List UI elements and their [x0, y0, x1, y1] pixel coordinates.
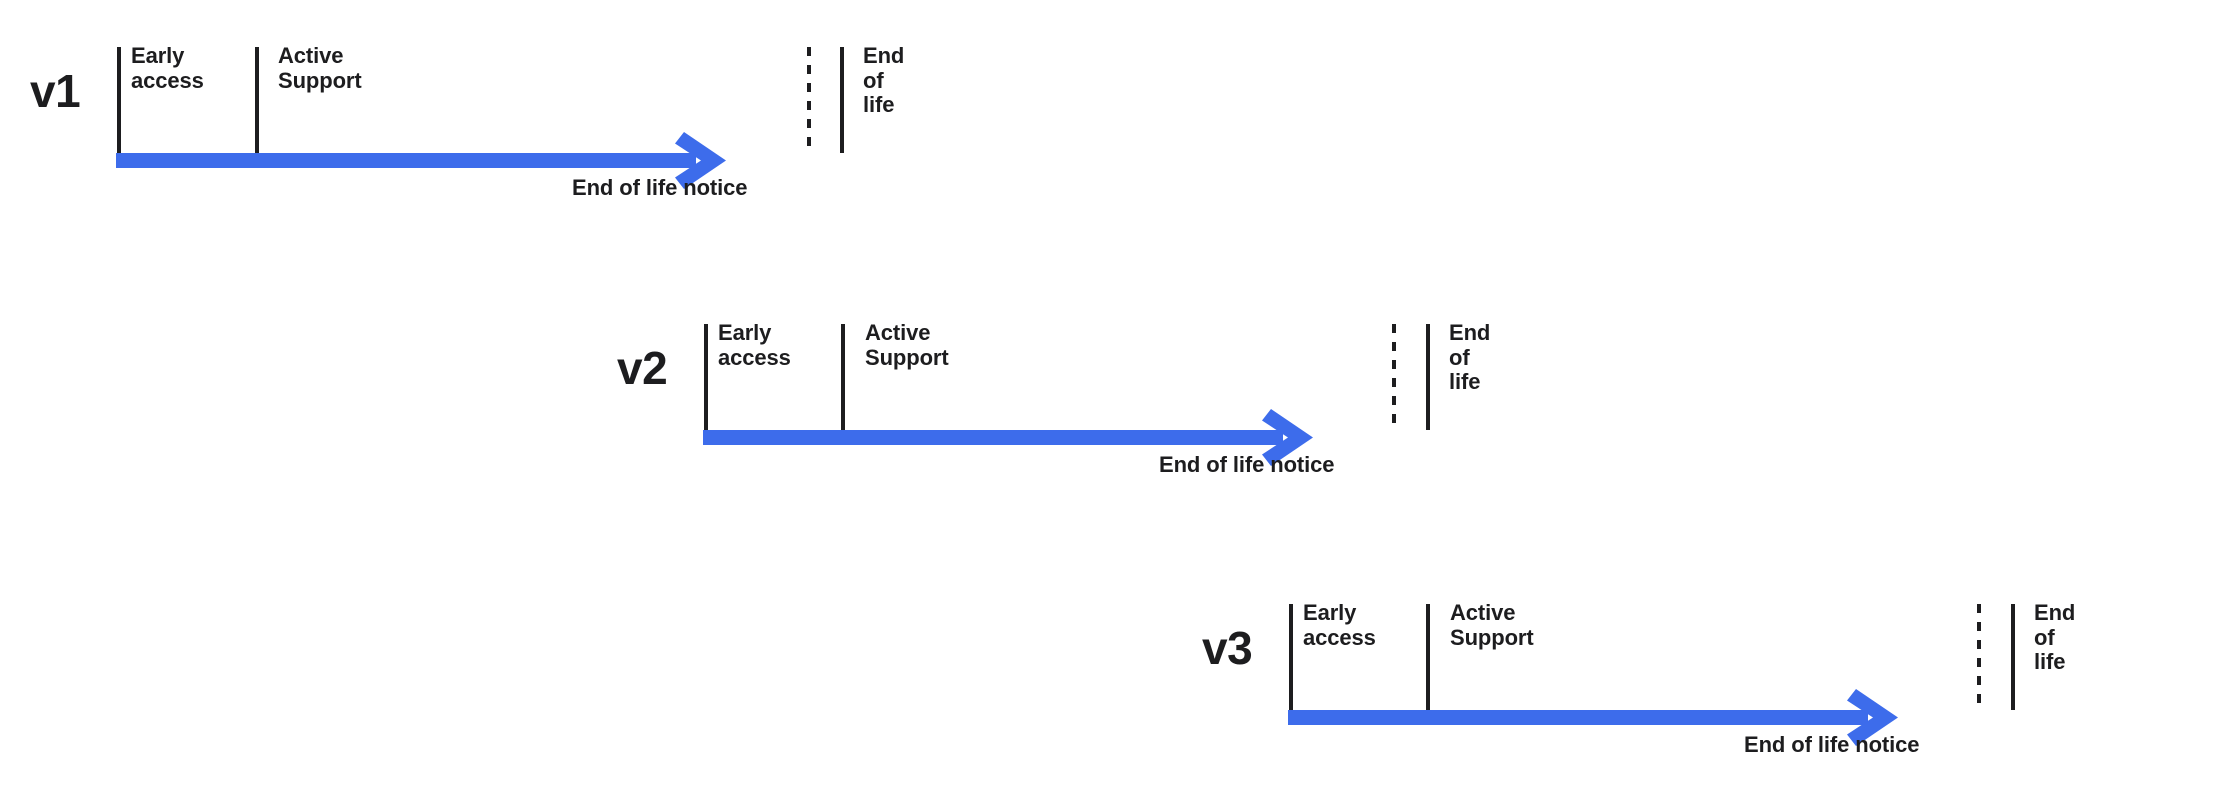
divider-v1-1 [255, 47, 259, 153]
dashed-divider-v3-2 [1977, 604, 1981, 710]
phase-label-v1-0: Early access [131, 43, 204, 93]
dashed-divider-v1-2 [807, 47, 811, 153]
divider-v2-3 [1426, 324, 1430, 430]
phase-label-v2-2: End of life [1449, 320, 1491, 395]
version-label-v2: v2 [617, 342, 668, 394]
end-of-life-notice-label-v2: End of life notice [1159, 452, 1335, 477]
divider-v3-1 [1426, 604, 1430, 710]
end-of-life-notice-label-v3: End of life notice [1744, 732, 1920, 757]
phase-label-v3-2: End of life [2034, 600, 2076, 675]
phase-label-v3-0: Early access [1303, 600, 1376, 650]
version-label-v3: v3 [1202, 622, 1253, 674]
dashed-divider-v2-2 [1392, 324, 1396, 430]
phase-label-v1-2: End of life [863, 43, 905, 118]
phase-label-v1-1: Active Support [278, 43, 362, 93]
lifecycle-track-v1 [116, 153, 696, 168]
version-label-v1: v1 [30, 65, 81, 117]
lifecycle-track-v2 [703, 430, 1283, 445]
phase-label-v2-1: Active Support [865, 320, 949, 370]
divider-v1-3 [840, 47, 844, 153]
phase-label-v2-0: Early access [718, 320, 791, 370]
lifecycle-track-v3 [1288, 710, 1868, 725]
divider-v3-3 [2011, 604, 2015, 710]
phase-label-v3-1: Active Support [1450, 600, 1534, 650]
divider-v2-0 [704, 324, 708, 430]
end-of-life-notice-label-v1: End of life notice [572, 175, 748, 200]
divider-v3-0 [1289, 604, 1293, 710]
divider-v2-1 [841, 324, 845, 430]
divider-v1-0 [117, 47, 121, 153]
